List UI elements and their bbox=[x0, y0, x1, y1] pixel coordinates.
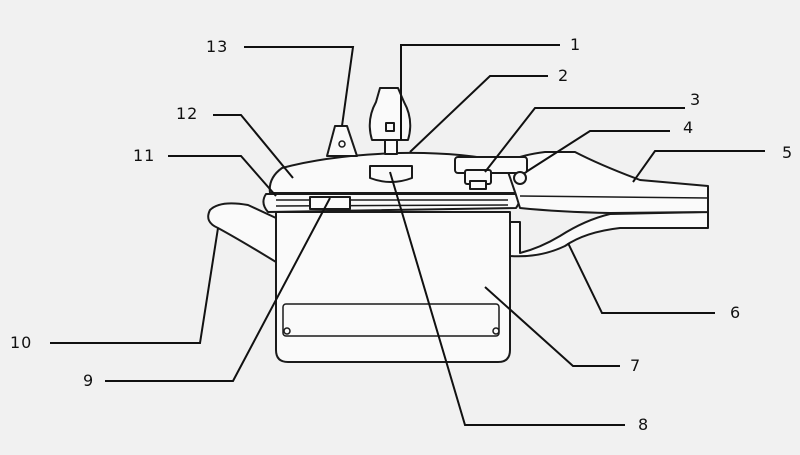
regulator-window bbox=[385, 122, 395, 132]
label-9: 9 bbox=[83, 371, 95, 390]
pressure-regulator bbox=[368, 87, 412, 141]
label-11: 11 bbox=[133, 146, 156, 165]
label-6: 6 bbox=[730, 303, 742, 322]
rivet-right bbox=[492, 327, 500, 335]
leader-3 bbox=[484, 107, 685, 173]
leader-10 bbox=[50, 227, 219, 344]
label-4: 4 bbox=[683, 118, 695, 137]
leader-5 bbox=[632, 150, 765, 183]
pot-body bbox=[275, 211, 511, 363]
lid-rim bbox=[262, 193, 520, 213]
leader-9 bbox=[105, 197, 331, 382]
body-handle bbox=[509, 211, 709, 258]
leader-8 bbox=[389, 171, 625, 426]
label-13: 13 bbox=[206, 37, 229, 56]
label-3: 3 bbox=[690, 90, 702, 109]
lid-handle bbox=[504, 151, 709, 214]
leader-11 bbox=[168, 155, 277, 197]
pot-bottom-band bbox=[282, 303, 500, 337]
side-handle bbox=[207, 202, 277, 263]
leader-2 bbox=[409, 75, 548, 153]
lock-slide bbox=[309, 196, 351, 210]
vent-pipe bbox=[384, 139, 398, 155]
label-7: 7 bbox=[630, 356, 642, 375]
valve-cap bbox=[469, 180, 487, 190]
leader-4 bbox=[525, 130, 670, 173]
label-2: 2 bbox=[558, 66, 570, 85]
lid-handle-groove bbox=[519, 195, 709, 199]
label-1: 1 bbox=[570, 35, 582, 54]
label-5: 5 bbox=[782, 143, 794, 162]
small-valve-hole bbox=[338, 140, 346, 148]
leader-6 bbox=[567, 242, 715, 314]
leader-7 bbox=[484, 286, 620, 367]
lock-button bbox=[513, 171, 527, 185]
leader-1 bbox=[400, 44, 560, 140]
leader-12 bbox=[213, 114, 294, 179]
label-8: 8 bbox=[638, 415, 650, 434]
label-10: 10 bbox=[10, 333, 33, 352]
leader-13 bbox=[244, 46, 355, 127]
rivet-left bbox=[283, 327, 291, 335]
label-12: 12 bbox=[176, 104, 199, 123]
